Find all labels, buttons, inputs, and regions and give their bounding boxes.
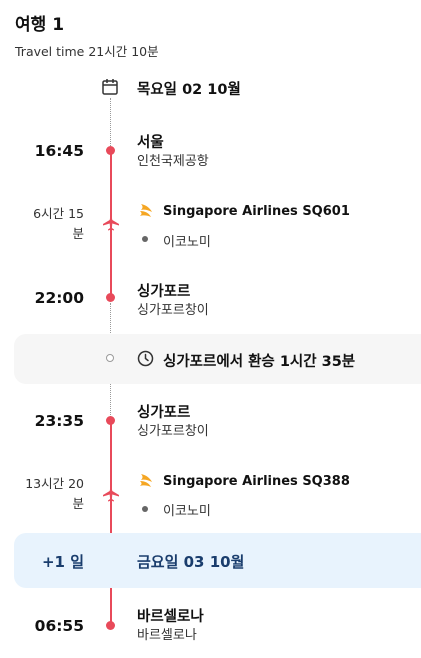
- departure-city: 싱가포르: [137, 405, 191, 421]
- flight-duration: 6시간 15 분: [4, 204, 84, 244]
- plane-icon: [101, 212, 121, 236]
- flight-duration-line1: 13시간 20: [25, 476, 84, 491]
- flight-duration-line1: 6시간 15: [33, 206, 84, 221]
- cabin-bullet: [142, 236, 148, 242]
- departure-dot: [106, 416, 115, 425]
- airline-name: Singapore Airlines SQ601: [163, 204, 350, 219]
- cabin-bullet: [142, 506, 148, 512]
- flight-duration: 13시간 20 분: [4, 474, 84, 514]
- departure-airport: 싱가포르창이: [137, 424, 209, 439]
- layover-banner: [14, 334, 421, 384]
- day-offset: +1 일: [41, 553, 84, 571]
- singapore-airlines-logo: [137, 472, 155, 494]
- arrival-city: 바르셀로나: [137, 609, 204, 625]
- singapore-airlines-logo: [137, 202, 155, 224]
- arrival-city: 싱가포르: [137, 284, 191, 300]
- arrival-time: 22:00: [34, 289, 84, 307]
- cabin-class: 이코노미: [163, 504, 211, 519]
- departure-time: 16:45: [34, 142, 84, 160]
- layover-text: 싱가포르에서 환승 1시간 35분: [163, 354, 356, 370]
- flight-duration-line2: 분: [72, 226, 84, 241]
- cabin-class: 이코노미: [163, 235, 211, 250]
- arrival-airport: 싱가포르창이: [137, 303, 209, 318]
- airline-name: Singapore Airlines SQ388: [163, 474, 350, 489]
- timeline-dotted-start: [110, 98, 111, 148]
- layover-dot: [106, 354, 114, 362]
- arrival-dot: [106, 293, 115, 302]
- trip-start-date: 목요일 02 10월: [137, 82, 241, 98]
- arrival-airport: 바르셀로나: [137, 628, 197, 643]
- departure-dot: [106, 146, 115, 155]
- plane-icon: [101, 483, 121, 507]
- departure-time: 23:35: [34, 412, 84, 430]
- arrival-time: 06:55: [34, 617, 84, 635]
- calendar-icon: [102, 78, 118, 99]
- departure-airport: 인천국제공항: [137, 154, 209, 169]
- next-day-banner: [14, 533, 421, 588]
- travel-time: Travel time 21시간 10분: [15, 44, 159, 59]
- arrival-dot: [106, 621, 115, 630]
- clock-icon: [137, 350, 154, 371]
- timeline-segment-2: [110, 421, 112, 625]
- trip-title: 여행 1: [15, 15, 65, 35]
- next-day-date: 금요일 03 10월: [137, 553, 245, 571]
- flight-duration-line2: 분: [72, 496, 84, 511]
- departure-city: 서울: [137, 135, 164, 151]
